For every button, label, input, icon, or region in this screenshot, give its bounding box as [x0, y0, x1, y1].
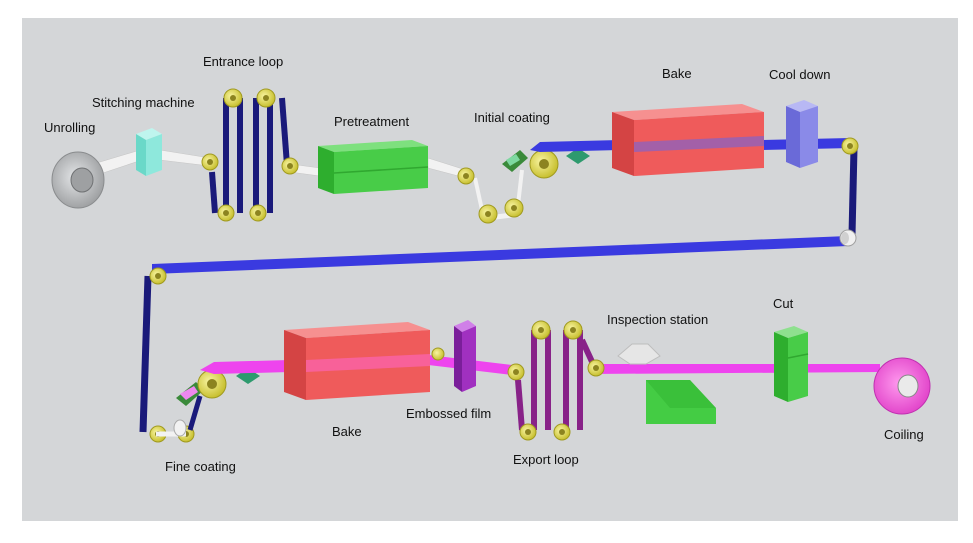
label-fine-coating: Fine coating: [165, 459, 236, 474]
stitching-machine: [136, 128, 162, 176]
label-stitching-machine: Stitching machine: [92, 95, 195, 110]
coiling-coil: [873, 357, 931, 415]
cool-down-unit: [786, 100, 818, 168]
bake-oven-top: [612, 104, 764, 176]
label-initial-coating: Initial coating: [474, 110, 550, 125]
embossed-film-unit: [431, 320, 525, 392]
label-coiling: Coiling: [884, 427, 924, 442]
bake-oven-bottom: [284, 322, 430, 400]
label-cut: Cut: [773, 296, 794, 311]
label-embossed-film: Embossed film: [406, 406, 492, 421]
label-bake-bottom: Bake: [332, 424, 362, 439]
label-export-loop: Export loop: [513, 452, 579, 467]
entrance-loop: [201, 88, 299, 222]
label-cool-down: Cool down: [769, 67, 831, 82]
blue-strip-top: [152, 137, 859, 274]
pretreatment-unit: [318, 140, 429, 194]
label-entrance-loop: Entrance loop: [203, 54, 284, 69]
label-inspection-station: Inspection station: [607, 312, 709, 327]
label-pretreatment: Pretreatment: [334, 114, 410, 129]
unrolling-coil: [51, 151, 105, 209]
label-bake-top: Bake: [662, 66, 692, 81]
export-loop: [515, 320, 605, 441]
initial-coating-unit: [457, 148, 590, 224]
label-unrolling: Unrolling: [44, 120, 96, 135]
cut-unit: [774, 326, 809, 402]
left-descending-strip: [139, 267, 195, 443]
inspection-station: [617, 343, 716, 424]
